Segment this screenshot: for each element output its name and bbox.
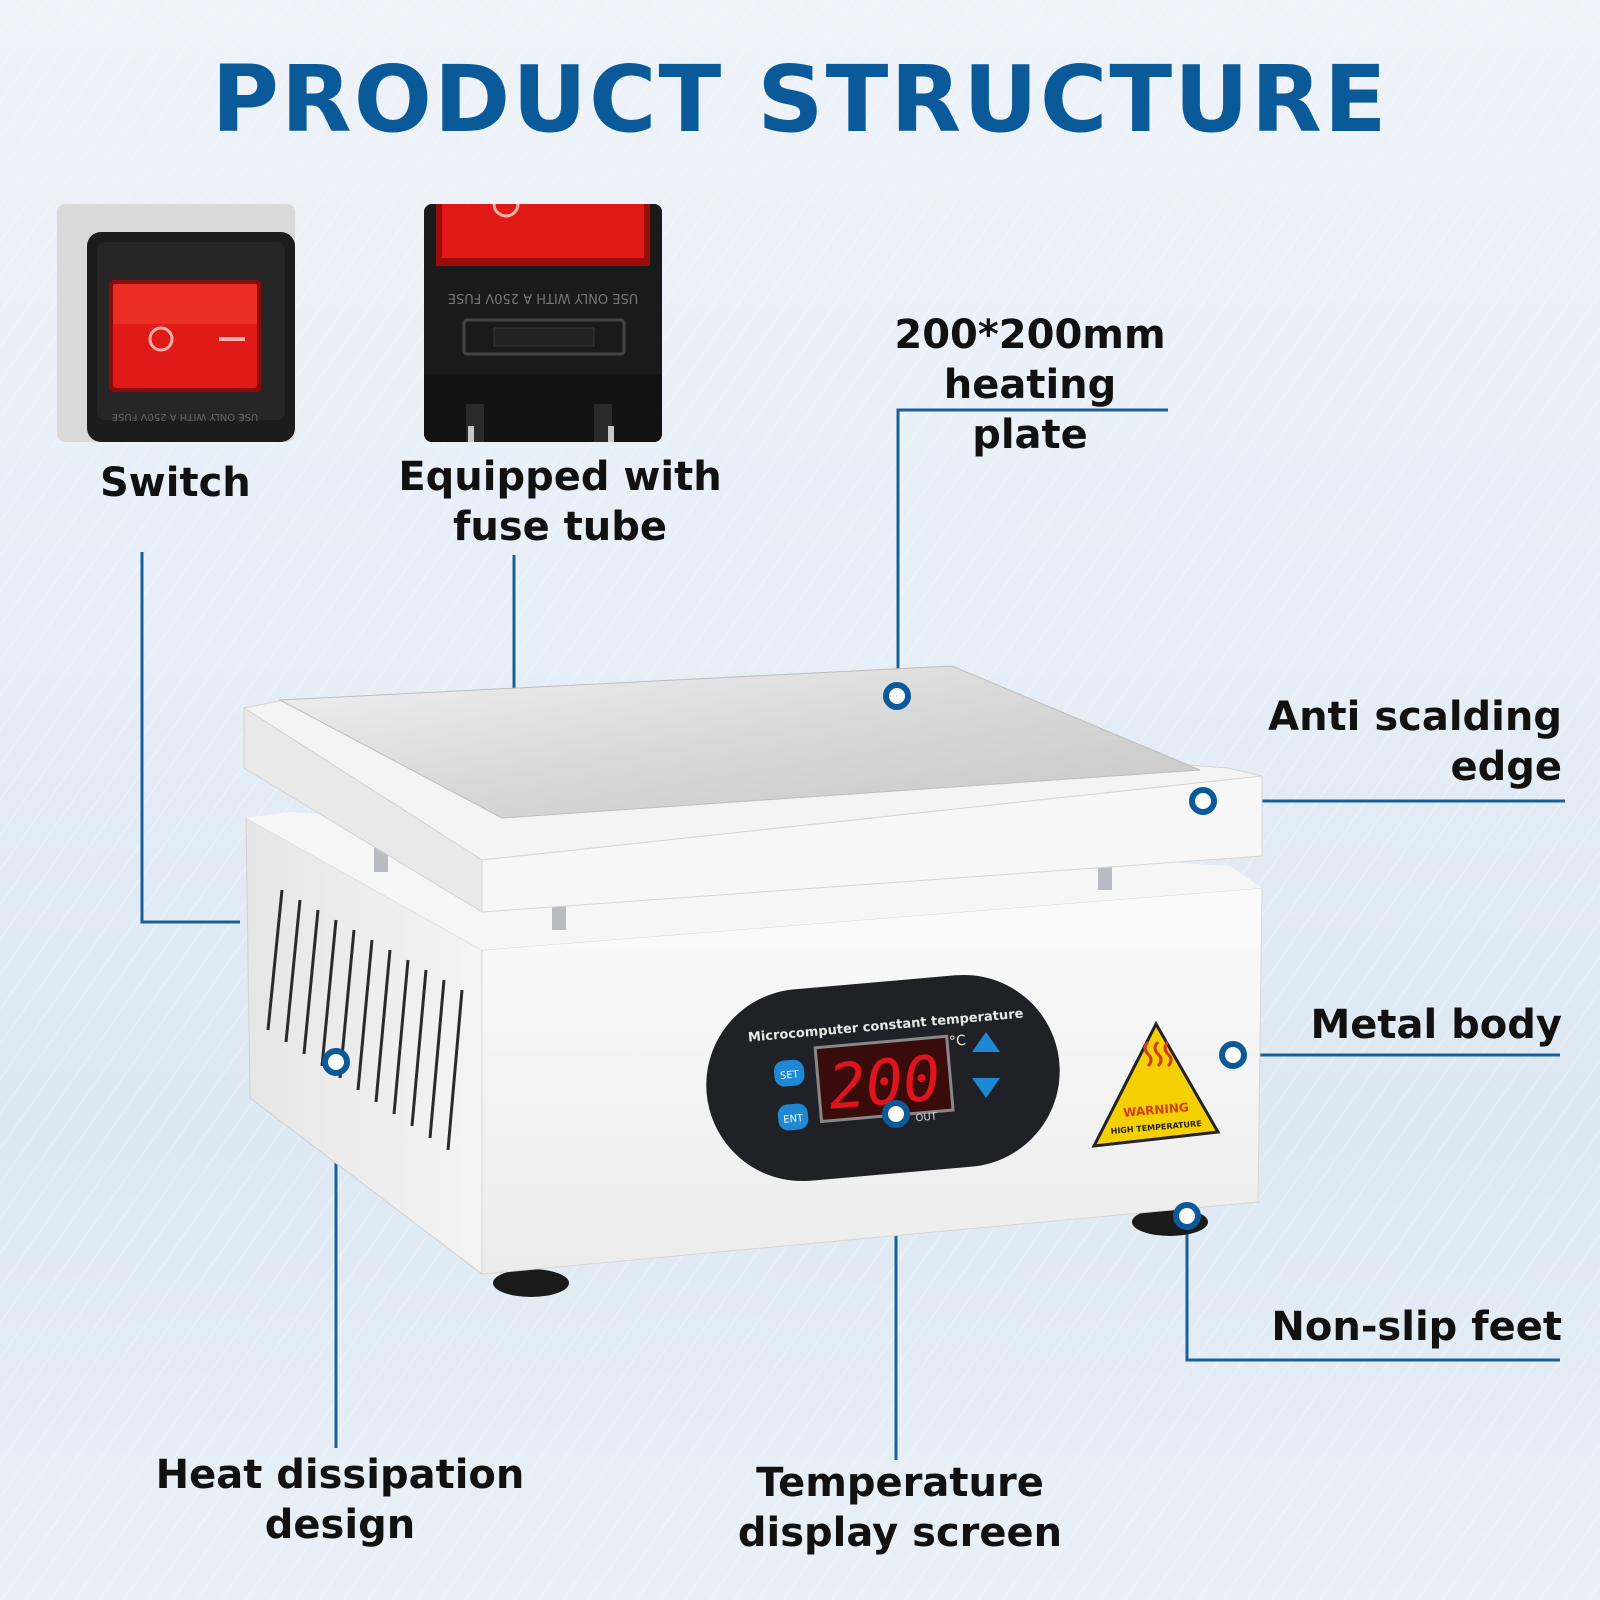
foot-left	[493, 1269, 569, 1297]
heat-warning-icon	[1143, 1040, 1173, 1068]
display-label-line1: Temperature	[756, 1460, 1044, 1506]
switch-label: Switch	[100, 460, 251, 506]
body-label: Metal body	[1310, 1002, 1562, 1048]
ent-button-label: ENT	[783, 1113, 805, 1126]
warning-title: WARNING	[1123, 1100, 1190, 1120]
fuse-note-text-2: USE ONLY WITH A 250V FUSE	[448, 290, 639, 305]
plate-dot	[883, 682, 911, 710]
heat-label: Heat dissipation design	[140, 1450, 540, 1550]
edge-label: Anti scalding edge	[1268, 692, 1562, 792]
edge-label-line2: edge	[1450, 744, 1562, 790]
body-dot	[1219, 1041, 1247, 1069]
plate-label-line1: 200*200mm	[894, 312, 1166, 358]
display-label-line2: display screen	[737, 1510, 1063, 1556]
plate-label: 200*200mm heating plate	[880, 310, 1180, 460]
edge-label-line1: Anti scalding	[1268, 694, 1562, 740]
fuse-photo: USE ONLY WITH A 250V FUSE	[424, 204, 662, 442]
heat-label-line2: design	[264, 1502, 416, 1548]
heating-plate-surface	[278, 665, 1201, 819]
control-panel: Microcomputer constant temperature 200 °…	[706, 974, 1060, 1182]
display-dot	[882, 1100, 910, 1128]
switch-leader	[140, 552, 240, 924]
fuse-note-text: USE ONLY WITH A 250V FUSE	[112, 411, 259, 422]
display-label: Temperature display screen	[720, 1458, 1080, 1558]
feet-label: Non-slip feet	[1271, 1304, 1562, 1350]
switch-photo: USE ONLY WITH A 250V FUSE	[57, 204, 295, 442]
fuse-label: Equipped with fuse tube	[380, 452, 740, 552]
page-title: PRODUCT STRUCTURE	[211, 46, 1389, 153]
celsius-unit: °C	[948, 1033, 966, 1050]
fuse-label-line1: Equipped with	[398, 454, 722, 500]
plate-label-line2: heating plate	[943, 362, 1117, 458]
plate-leader	[896, 408, 1168, 694]
feet-leader	[1185, 1216, 1560, 1362]
out-label: OUT	[915, 1111, 938, 1124]
up-arrow-icon	[972, 1032, 1000, 1052]
down-arrow-icon	[972, 1078, 1000, 1098]
heat-label-line1: Heat dissipation	[155, 1452, 525, 1498]
set-button-label: SET	[780, 1069, 801, 1082]
edge-dot	[1189, 787, 1217, 815]
heat-dot	[322, 1048, 350, 1076]
warning-sticker: WARNING HIGH TEMPERATURE	[1091, 1020, 1221, 1148]
fuse-label-line2: fuse tube	[452, 504, 668, 550]
feet-dot	[1173, 1202, 1201, 1230]
